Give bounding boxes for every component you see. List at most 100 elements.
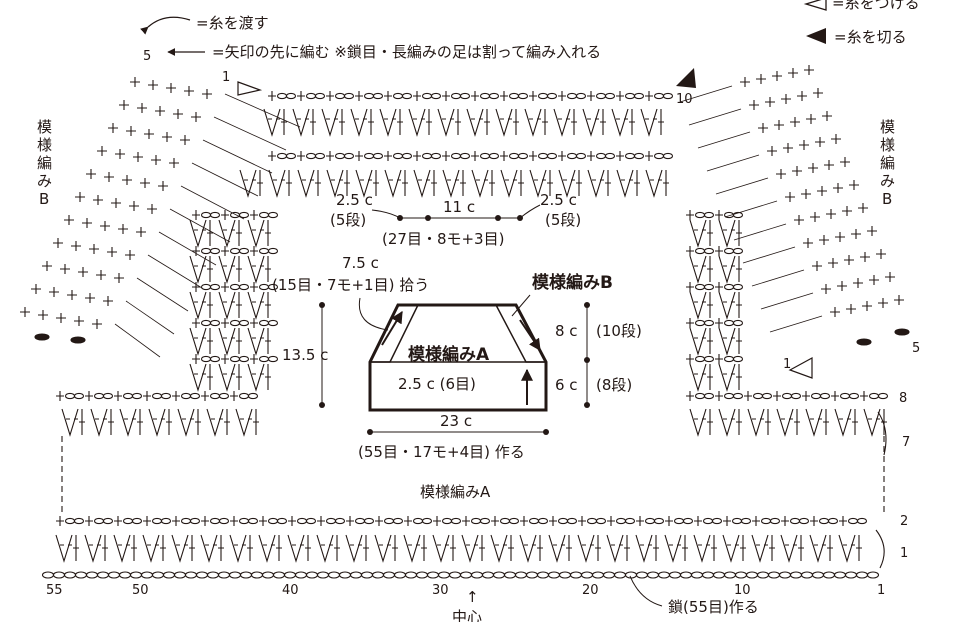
double-crochet xyxy=(316,534,334,563)
chain-stitch xyxy=(200,283,212,291)
chain-stitch xyxy=(314,92,326,100)
double-crochet xyxy=(276,535,282,561)
double-crochet xyxy=(653,535,659,561)
single-crochet xyxy=(250,246,258,256)
double-crochet xyxy=(402,170,408,196)
pattern-b-stitch xyxy=(821,284,831,294)
direction-arrow xyxy=(742,246,796,264)
pattern-b-stitch xyxy=(67,290,77,300)
pattern-b-stitch xyxy=(100,221,110,231)
double-crochet xyxy=(587,169,605,198)
chain-stitch xyxy=(276,517,288,525)
double-crochet xyxy=(315,170,321,196)
pattern-b-stitch xyxy=(860,252,870,262)
double-crochet xyxy=(682,535,688,561)
chain-stitch xyxy=(327,571,341,579)
double-crochet xyxy=(142,534,160,563)
chain-stitch xyxy=(479,92,491,100)
double-crochet xyxy=(437,108,455,137)
pattern-a-chart-label: 模様編みA xyxy=(420,483,491,501)
double-crochet xyxy=(689,408,707,437)
single-crochet xyxy=(752,516,760,526)
pattern-b-stitch xyxy=(835,232,845,242)
double-crochet xyxy=(305,535,311,561)
chain-stitch xyxy=(855,571,869,579)
legend: =糸を渡す 5 =矢印の先に編む ※鎖目・長編みの足は割って編み入れる =糸をつ… xyxy=(140,0,920,64)
double-crochet xyxy=(823,409,829,435)
pattern-b-stitch xyxy=(169,158,179,168)
pattern-b-stitch xyxy=(817,186,827,196)
chain-stitch xyxy=(41,571,55,579)
chain-stitch xyxy=(218,517,230,525)
top-left-width: 2.5 c xyxy=(336,191,373,209)
single-crochet xyxy=(268,151,276,161)
chain-stitch xyxy=(604,92,616,100)
chain-stitch xyxy=(756,571,770,579)
double-crochet xyxy=(177,408,195,437)
chain-stitch xyxy=(238,319,250,327)
double-crochet xyxy=(881,409,887,435)
band-arrow-right xyxy=(519,319,541,351)
chain-stitch xyxy=(703,211,715,219)
double-crochet xyxy=(207,364,213,390)
pattern-b-stitch xyxy=(792,166,802,176)
chain-stitch xyxy=(392,517,404,525)
chain-stitch xyxy=(122,517,134,525)
pattern-b-stitch xyxy=(38,310,48,320)
double-crochet xyxy=(247,327,265,356)
chain-stitch xyxy=(662,92,674,100)
chain-stitch xyxy=(239,571,253,579)
double-crochet xyxy=(711,535,717,561)
double-crochet xyxy=(611,108,629,137)
chain-stitch xyxy=(64,392,76,400)
pattern-b-stitch xyxy=(808,163,818,173)
chain-stitch xyxy=(701,571,715,579)
double-crochet xyxy=(265,220,271,246)
chain-stitch xyxy=(760,517,772,525)
chain-stitch xyxy=(189,392,201,400)
chain-stitch xyxy=(723,283,735,291)
cut-yarn-icon xyxy=(806,28,826,44)
chain-stitch xyxy=(481,571,495,579)
double-crochet xyxy=(265,256,271,282)
double-crochet xyxy=(218,363,236,392)
direction-arrow xyxy=(158,231,217,266)
double-crochet xyxy=(747,408,765,437)
double-crochet xyxy=(403,534,421,563)
pattern-b-stitch xyxy=(111,198,121,208)
pattern-b-stitch xyxy=(801,189,811,199)
chain-stitch xyxy=(580,571,594,579)
pattern-b-stitch xyxy=(56,313,66,323)
legend-pass-yarn: =糸を渡す xyxy=(196,14,269,32)
chain-stitch xyxy=(488,92,500,100)
chain-stitch xyxy=(209,247,221,255)
cut-yarn-icon xyxy=(70,336,86,344)
row-right-5: 5 xyxy=(912,341,920,356)
chain-stitch xyxy=(285,152,297,160)
double-crochet xyxy=(553,108,571,137)
double-crochet xyxy=(500,169,518,198)
single-crochet xyxy=(549,516,557,526)
single-crochet xyxy=(56,391,64,401)
pattern-b-stitch xyxy=(89,244,99,254)
double-crochet xyxy=(460,170,466,196)
direction-arrow xyxy=(202,139,273,174)
single-crochet xyxy=(645,91,653,101)
chain-stitch xyxy=(731,517,743,525)
double-crochet xyxy=(524,108,542,137)
single-crochet xyxy=(558,91,566,101)
double-crochet xyxy=(236,256,242,282)
chain-stitch xyxy=(131,517,143,525)
chain-stitch xyxy=(723,247,735,255)
pattern-b-stitch xyxy=(837,281,847,291)
chain-stitch xyxy=(343,92,355,100)
chain-stitch xyxy=(238,355,250,363)
double-crochet xyxy=(809,534,827,563)
chain-note: 鎖(55目)作る xyxy=(668,598,759,616)
chain-stitch xyxy=(184,571,198,579)
pattern-b-stitch xyxy=(758,123,768,133)
pattern-b-stitch xyxy=(862,301,872,311)
chain-stitch xyxy=(450,92,462,100)
chain-stitch xyxy=(635,571,649,579)
double-crochet xyxy=(455,109,461,135)
